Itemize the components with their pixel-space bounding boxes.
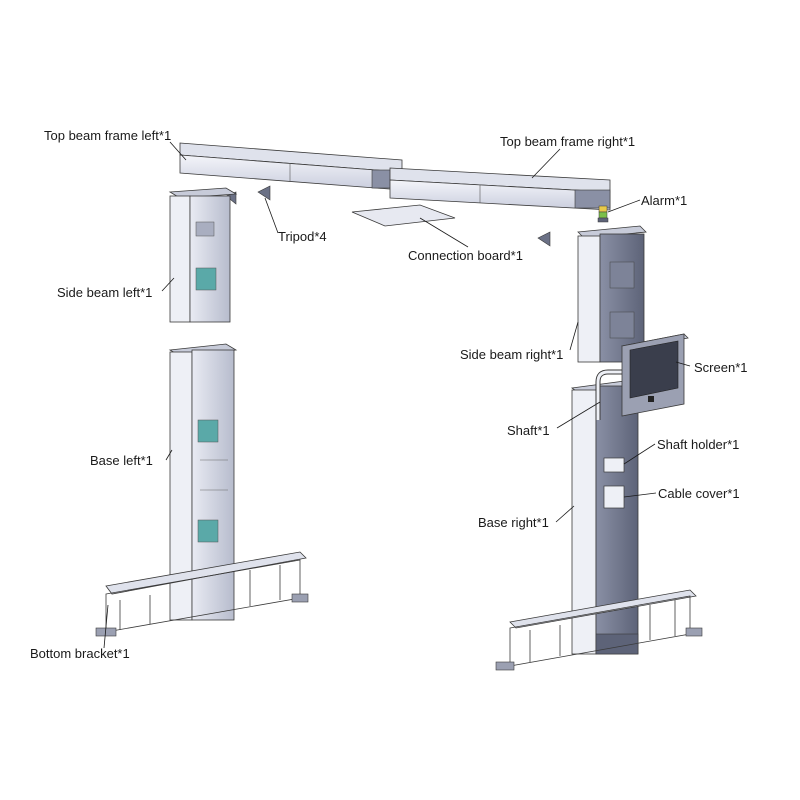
label-tripod: Tripod*4 bbox=[278, 229, 327, 244]
label-top-beam-frame-left: Top beam frame left*1 bbox=[44, 128, 172, 143]
cable-cover bbox=[603, 485, 625, 509]
label-screen: Screen*1 bbox=[694, 360, 748, 375]
label-base-right: Base right*1 bbox=[478, 515, 549, 530]
label-alarm: Alarm*1 bbox=[641, 193, 688, 208]
top-beam-frame-right bbox=[389, 167, 611, 211]
label-bottom-bracket: Bottom bracket*1 bbox=[30, 646, 130, 661]
leader-lines bbox=[103, 141, 691, 649]
label-shaft: Shaft*1 bbox=[507, 423, 550, 438]
alarm-light bbox=[597, 205, 609, 223]
label-cable-cover: Cable cover*1 bbox=[658, 486, 740, 501]
top-beam-frame-left bbox=[179, 142, 403, 191]
side-beam-left bbox=[168, 187, 238, 323]
shaft bbox=[595, 369, 624, 420]
bottom-bracket-right bbox=[495, 589, 703, 671]
label-shaft-holder: Shaft holder*1 bbox=[657, 437, 740, 452]
label-side-beam-left: Side beam left*1 bbox=[57, 285, 153, 300]
tripod-brackets bbox=[225, 185, 551, 247]
label-base-left: Base left*1 bbox=[90, 453, 153, 468]
label-top-beam-frame-right: Top beam frame right*1 bbox=[500, 134, 636, 149]
connection-board bbox=[351, 204, 456, 227]
bottom-bracket-left bbox=[95, 551, 309, 637]
label-side-beam-right: Side beam right*1 bbox=[460, 347, 564, 362]
side-beam-right bbox=[577, 225, 647, 363]
screen bbox=[621, 333, 689, 417]
label-connection-board: Connection board*1 bbox=[408, 248, 523, 263]
shaft-holder bbox=[603, 457, 625, 473]
